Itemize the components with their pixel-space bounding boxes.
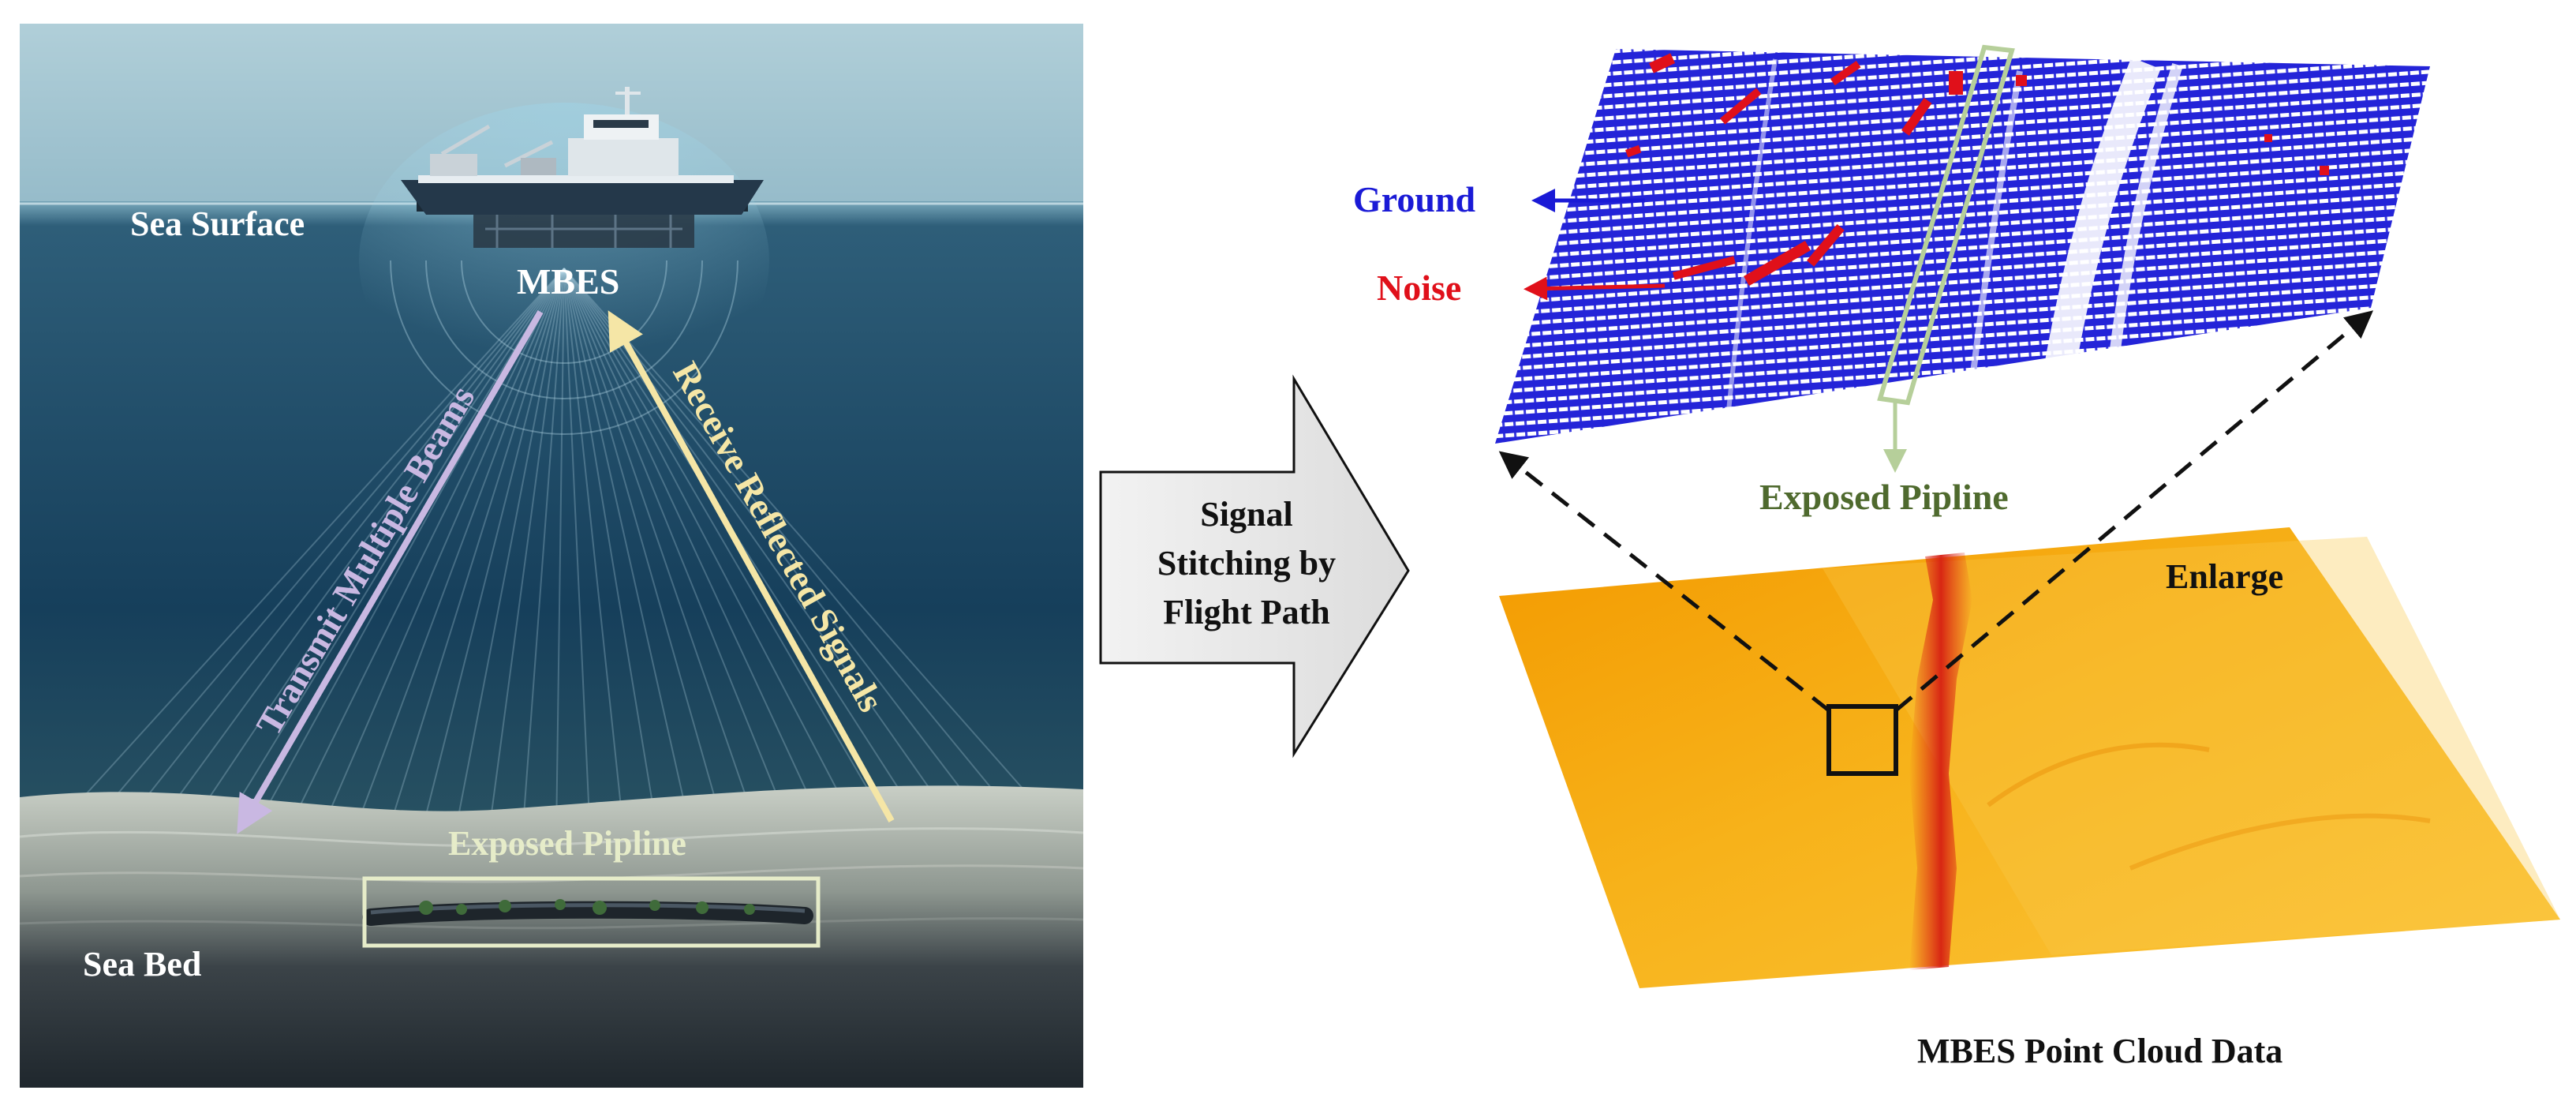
ground-label: Ground: [1353, 179, 1476, 219]
noise-streak: [2016, 75, 2027, 86]
process-line-2: Stitching by: [1157, 544, 1336, 583]
classified-point-cloud: [1495, 47, 2430, 466]
exposed-pipeline-label: Exposed Pipline: [1759, 477, 2009, 517]
process-line-3: Flight Path: [1163, 593, 1329, 631]
enlarge-label: Enlarge: [2166, 557, 2283, 596]
sea-bed-label: Sea Bed: [83, 945, 201, 983]
process-arrow: Signal Stitching by Flight Path: [1101, 379, 1408, 754]
noise-streak: [2264, 134, 2272, 142]
noise-streak: [1949, 71, 1963, 95]
noise-streak: [2320, 166, 2329, 175]
point-cloud-caption: MBES Point Cloud Data: [1917, 1032, 2283, 1070]
ocean-scene: Sea Surface MBES Transmit Multiple Beams…: [20, 24, 1083, 1088]
mbes-sensor-label: MBES: [517, 261, 619, 302]
process-line-1: Signal: [1200, 495, 1292, 534]
sea-surface-label: Sea Surface: [130, 204, 305, 243]
pipeline-label: Exposed Pipline: [448, 824, 686, 863]
noise-label: Noise: [1377, 268, 1461, 308]
